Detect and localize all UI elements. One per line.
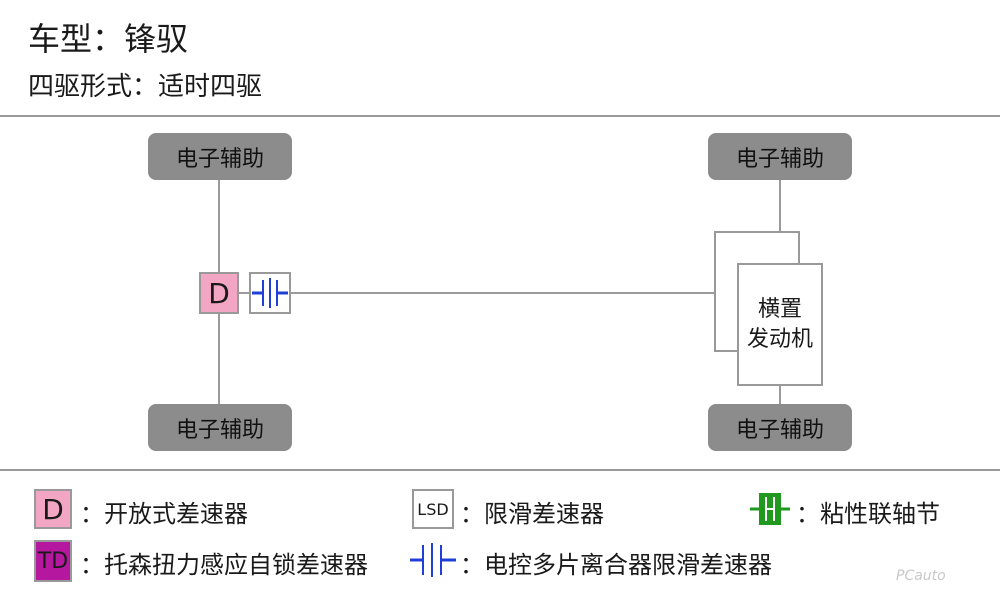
legend-viscous-label: ：粘性联轴节	[796, 500, 940, 528]
driveshaft-line	[291, 292, 715, 294]
legend-viscous-coupling-icon	[750, 489, 790, 529]
watermark-logo: PCauto	[896, 568, 946, 584]
legend-torsen-label: ：托森扭力感应自锁差速器	[80, 551, 368, 579]
legend-open-diff-label: ：开放式差速器	[80, 500, 248, 528]
legend-torsen-symbol: TD	[34, 540, 72, 582]
assist-box-top-right: 电子辅助	[708, 133, 852, 180]
rear-left-lower-line	[218, 314, 220, 404]
legend-divider	[0, 469, 1000, 471]
multiplate-clutch-icon	[249, 272, 291, 314]
legend-multiplate-clutch-icon	[410, 540, 456, 580]
engine-label-line2: 发动机	[746, 326, 813, 352]
rear-open-differential: D	[199, 272, 239, 314]
front-lower-line	[779, 386, 781, 404]
legend-multiplate-label: ：电控多片离合器限滑差速器	[460, 551, 772, 579]
assist-box-bottom-left: 电子辅助	[148, 404, 292, 451]
assist-box-bottom-right: 电子辅助	[708, 404, 852, 451]
legend-lsd-label: ：限滑差速器	[460, 500, 604, 528]
legend-lsd-symbol: LSD	[412, 489, 454, 529]
transverse-engine: 横置 发动机	[737, 263, 823, 386]
page-title: 车型：锋驭	[28, 20, 189, 58]
top-divider	[0, 115, 1000, 117]
front-upper-line	[779, 180, 781, 232]
legend-open-diff-symbol: D	[34, 489, 72, 529]
assist-box-top-left: 电子辅助	[148, 133, 292, 180]
drive-type-subtitle: 四驱形式：适时四驱	[28, 72, 263, 102]
diff-clutch-connector	[239, 292, 249, 294]
engine-label-line1: 横置	[757, 296, 802, 322]
rear-left-upper-line	[218, 180, 220, 272]
